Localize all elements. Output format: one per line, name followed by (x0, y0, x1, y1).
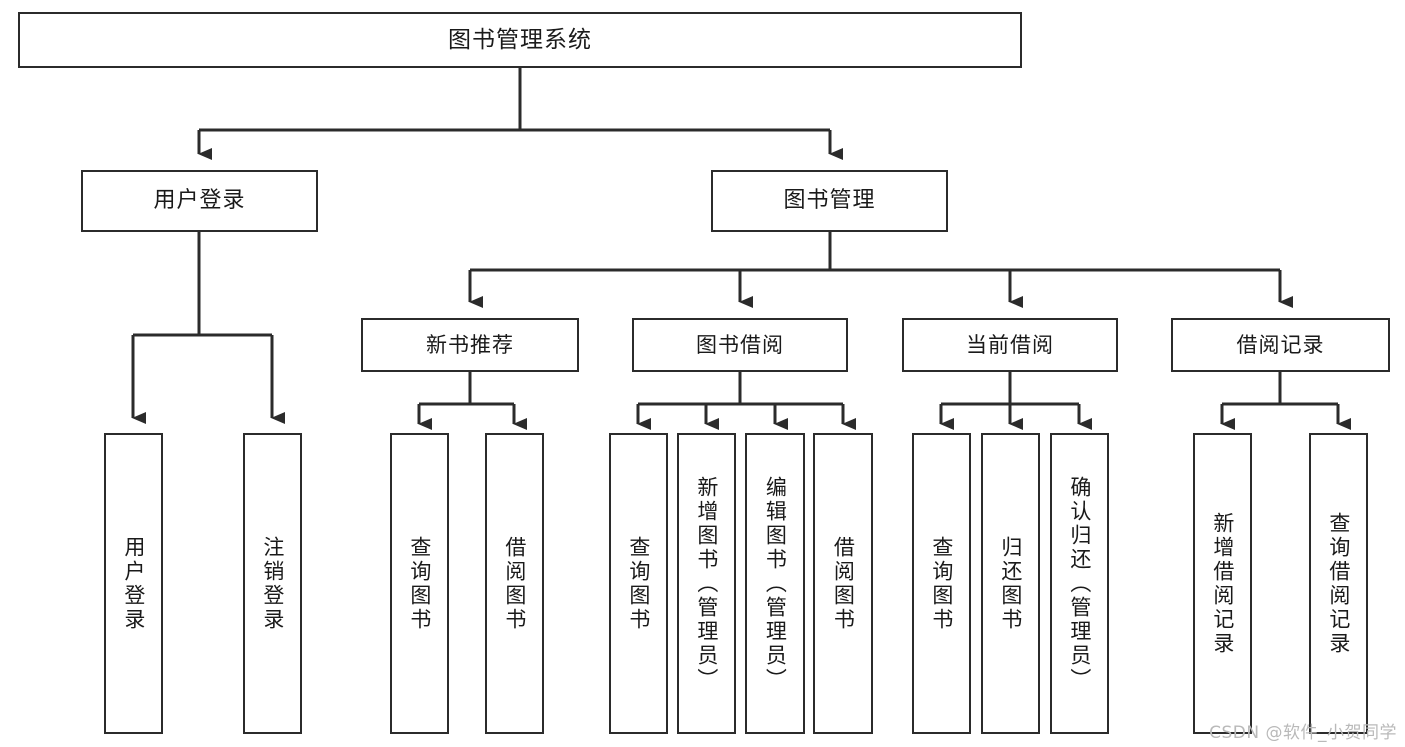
node-book-management[interactable]: 图书管理 (711, 170, 948, 232)
leaf-current-borrow-query[interactable]: 查询图书 (912, 433, 971, 734)
node-book-borrow[interactable]: 图书借阅 (632, 318, 848, 372)
node-label: 用户登录 (153, 188, 246, 214)
leaf-user-login-logout[interactable]: 注销登录 (243, 433, 302, 734)
node-label: 图书管理系统 (448, 26, 592, 53)
node-label: 图书借阅 (696, 332, 784, 357)
leaf-book-borrow-borrow[interactable]: 借阅图书 (813, 433, 873, 734)
leaf-book-borrow-add[interactable]: 新增图书（管理员） (677, 433, 736, 734)
node-label: 图书管理 (783, 188, 876, 214)
node-label: 用户登录 (121, 535, 146, 632)
node-label: 当前借阅 (966, 332, 1054, 357)
node-label: 借阅记录 (1236, 332, 1325, 357)
node-label: 借阅图书 (502, 535, 527, 632)
node-label: 查询借阅记录 (1326, 511, 1351, 656)
leaf-new-book-borrow[interactable]: 借阅图书 (485, 433, 544, 734)
node-label: 归还图书 (998, 535, 1023, 632)
leaf-borrow-record-query[interactable]: 查询借阅记录 (1309, 433, 1368, 734)
node-label: 新增借阅记录 (1210, 511, 1235, 656)
node-label: 借阅图书 (831, 535, 856, 632)
leaf-book-borrow-query[interactable]: 查询图书 (609, 433, 668, 734)
node-label: 查询图书 (626, 535, 651, 632)
node-root-book-management-system[interactable]: 图书管理系统 (18, 12, 1022, 68)
node-new-book-recommend[interactable]: 新书推荐 (361, 318, 579, 372)
node-user-login[interactable]: 用户登录 (81, 170, 318, 232)
leaf-borrow-record-add[interactable]: 新增借阅记录 (1193, 433, 1252, 734)
node-label: 新书推荐 (426, 332, 514, 357)
node-current-borrow[interactable]: 当前借阅 (902, 318, 1118, 372)
leaf-current-borrow-confirm-return[interactable]: 确认归还（管理员） (1050, 433, 1109, 734)
node-borrow-record[interactable]: 借阅记录 (1171, 318, 1390, 372)
node-label: 注销登录 (260, 535, 285, 632)
node-label: 查询图书 (929, 535, 954, 632)
node-label: 新增图书（管理员） (694, 475, 719, 692)
node-label: 查询图书 (407, 535, 432, 632)
leaf-book-borrow-edit[interactable]: 编辑图书（管理员） (745, 433, 805, 734)
node-label: 确认归还（管理员） (1067, 475, 1092, 692)
leaf-new-book-query[interactable]: 查询图书 (390, 433, 449, 734)
leaf-user-login-login[interactable]: 用户登录 (104, 433, 163, 734)
node-label: 编辑图书（管理员） (763, 475, 788, 692)
leaf-current-borrow-return[interactable]: 归还图书 (981, 433, 1040, 734)
